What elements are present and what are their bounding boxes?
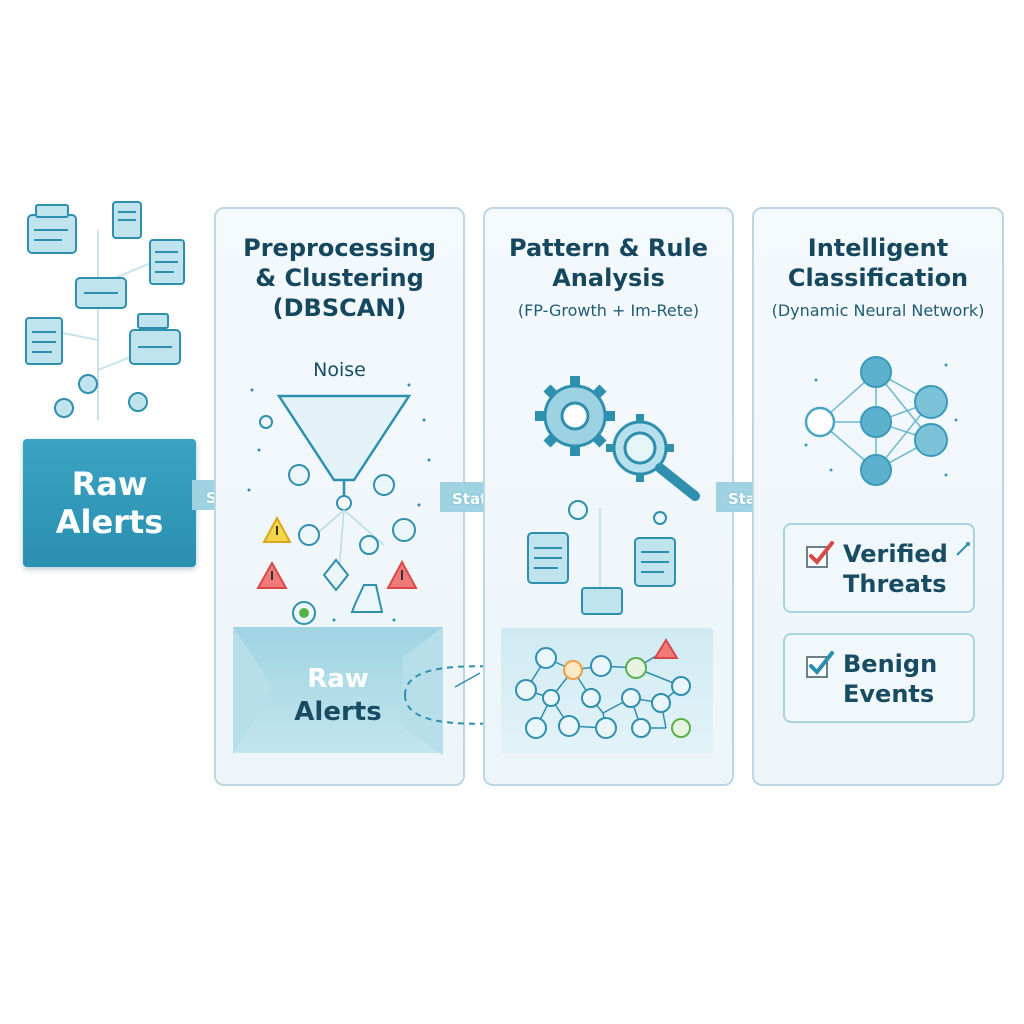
checkbox-check-icon <box>806 541 834 568</box>
benign-events-label: Benign Events <box>843 649 937 709</box>
stage3-title-line1: Intelligent <box>807 234 949 262</box>
checkbox-check-icon <box>806 651 834 678</box>
stage2-title-line2: Analysis <box>552 264 665 292</box>
benign-events-card: Benign Events <box>783 633 975 723</box>
stage3-title-line2: Classification <box>787 264 969 292</box>
gear-icon <box>535 376 615 456</box>
stage1-title-line3: (DBSCAN) <box>272 294 407 322</box>
raw-alerts-block: Raw Alerts <box>23 439 196 567</box>
stage2-title-line1: Pattern & Rule <box>509 234 708 262</box>
verified-threats-label: Verified Threats <box>843 539 948 599</box>
stage1-title-line1: Preprocessing <box>243 234 436 262</box>
clustered-alerts-box-frame <box>233 627 443 755</box>
verified-line1: Verified <box>843 540 948 568</box>
pattern-graph <box>515 638 691 739</box>
verified-threats-card: Verified Threats <box>783 523 975 613</box>
stage3-subtitle: (Dynamic Neural Network) <box>771 301 985 320</box>
stage1-title-line2: & Clustering <box>255 264 424 292</box>
rule-engine-illustration <box>527 376 700 615</box>
clustered-alerts-line2: Alerts <box>294 697 382 727</box>
raw-alerts-line2: Alerts <box>55 503 164 541</box>
verified-line2: Threats <box>843 570 947 598</box>
dbscan-funnel-illustration <box>247 383 431 625</box>
noise-label: Noise <box>313 359 366 381</box>
magnifier-gear-icon <box>606 414 700 501</box>
stage2-subtitle: (FP-Growth + Im-Rete) <box>517 301 700 320</box>
alert-source-icons <box>25 201 185 420</box>
sparkle-icon <box>956 542 970 556</box>
dashed-connector <box>404 665 506 725</box>
benign-line1: Benign <box>843 650 938 678</box>
raw-alerts-line1: Raw <box>71 465 148 503</box>
benign-line2: Events <box>843 680 935 708</box>
clustered-alerts-line1: Raw <box>307 664 369 694</box>
warning-icons <box>256 515 418 618</box>
neural-network-diagram <box>804 356 958 486</box>
